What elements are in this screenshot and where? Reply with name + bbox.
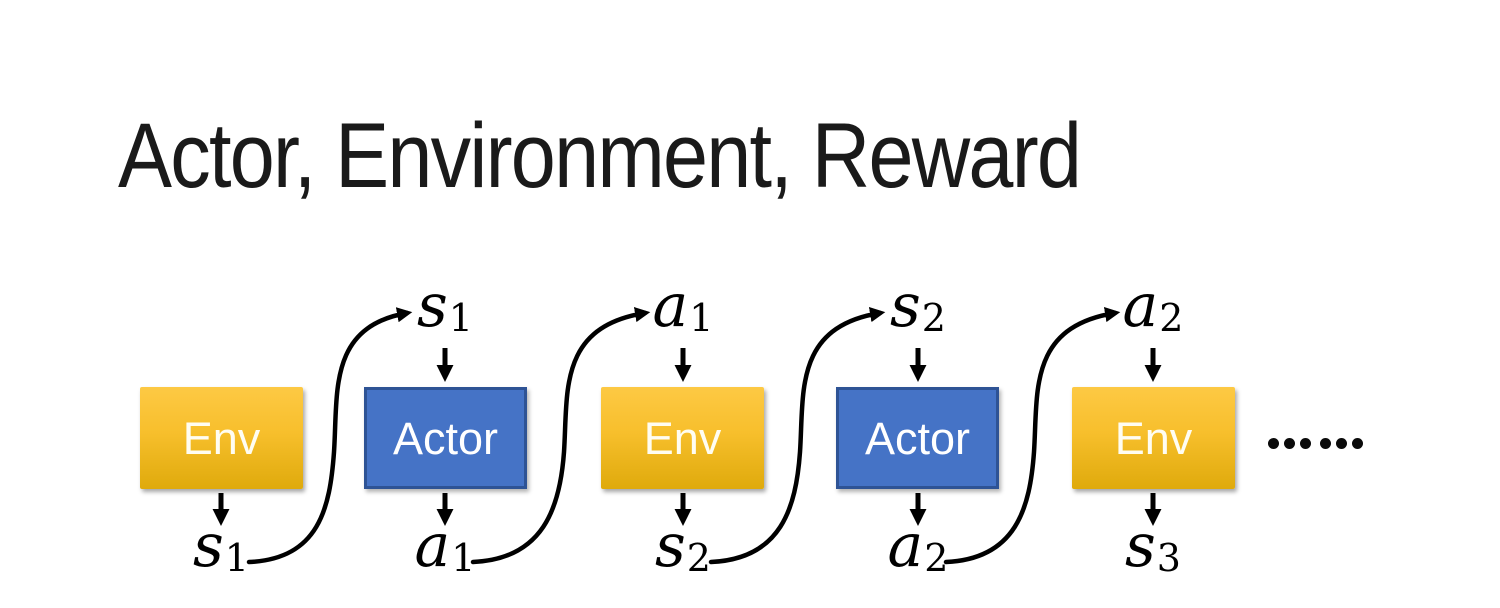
bottom-label-s2-letter: s — [655, 511, 686, 581]
ellipsis-dot — [1320, 438, 1331, 449]
bottom-label-a1: a1 — [415, 516, 476, 577]
curve-arrow-s2-to-s2 — [708, 307, 886, 565]
top-label-a1: a1 — [653, 276, 714, 337]
top-label-s1-letter: s — [417, 271, 448, 341]
ellipsis-dot — [1268, 438, 1279, 449]
actor-box-1: Actor — [364, 387, 527, 489]
ellipsis-dots — [1268, 438, 1363, 449]
bottom-label-a2-subscript: 2 — [924, 536, 949, 581]
env-box-2-label: Env — [643, 412, 722, 464]
bottom-label-a1-subscript: 1 — [451, 536, 476, 581]
top-label-s2-subscript: 2 — [921, 296, 946, 341]
top-label-a2-subscript: 2 — [1159, 296, 1184, 341]
bottom-label-s1: s1 — [193, 516, 249, 577]
bottom-label-s1-subscript: 1 — [224, 536, 249, 581]
ellipsis-dot — [1336, 438, 1347, 449]
bottom-label-s3-subscript: 3 — [1156, 536, 1181, 581]
ellipsis-dot-group — [1320, 438, 1363, 449]
bottom-label-a1-letter: a — [414, 511, 451, 581]
ellipsis-dot — [1284, 438, 1295, 449]
ellipsis-dot-group — [1268, 438, 1311, 449]
curve-arrow-s1-to-s1 — [246, 307, 413, 565]
ellipsis-dot — [1300, 438, 1311, 449]
bottom-label-s2-subscript: 2 — [686, 536, 711, 581]
top-label-a1-letter: a — [652, 271, 689, 341]
env-box-3: Env — [1072, 387, 1235, 489]
bottom-label-a2: a2 — [888, 516, 949, 577]
top-label-a1-subscript: 1 — [689, 296, 714, 341]
top-label-s2: s2 — [890, 276, 946, 337]
bottom-label-s3-letter: s — [1125, 511, 1156, 581]
top-label-s2-letter: s — [890, 271, 921, 341]
env-box-1: Env — [140, 387, 303, 489]
env-box-1-label: Env — [182, 412, 261, 464]
curve-arrow-a2-to-a2 — [943, 307, 1121, 565]
top-label-s1: s1 — [417, 276, 473, 337]
top-label-a2-letter: a — [1122, 271, 1159, 341]
top-label-s1-subscript: 1 — [448, 296, 473, 341]
actor-box-1-label: Actor — [392, 412, 499, 464]
slide-title: Actor, Environment, Reward — [118, 105, 1082, 207]
curve-arrow-a1-to-a1 — [470, 307, 651, 565]
env-box-3-label: Env — [1114, 412, 1193, 464]
bottom-label-s3: s3 — [1125, 516, 1181, 577]
actor-box-2-label: Actor — [864, 412, 971, 464]
ellipsis-dot — [1352, 438, 1363, 449]
bottom-label-s2: s2 — [655, 516, 711, 577]
actor-box-2: Actor — [836, 387, 999, 489]
bottom-label-s1-letter: s — [193, 511, 224, 581]
bottom-label-a2-letter: a — [887, 511, 924, 581]
top-label-a2: a2 — [1123, 276, 1184, 337]
env-box-2: Env — [601, 387, 764, 489]
